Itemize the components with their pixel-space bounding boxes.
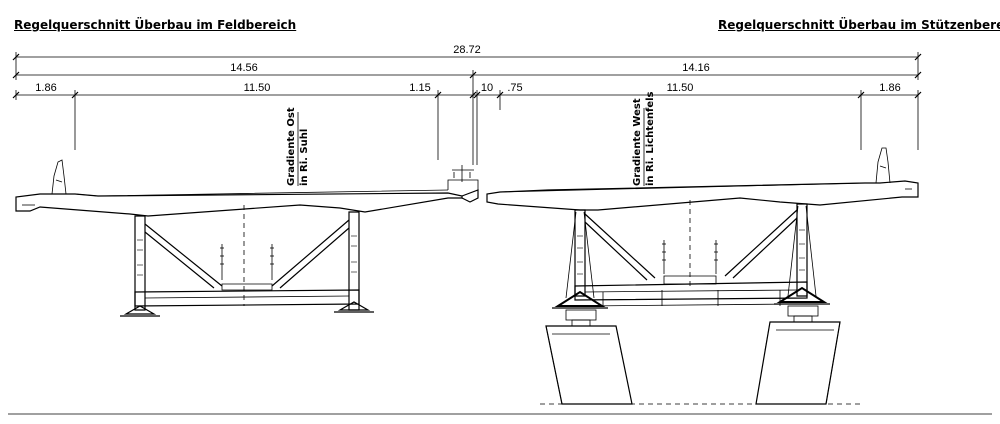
title-field-section: Regelquerschnitt Überbau im Feldbereich — [14, 18, 297, 32]
dimension-chains: 28.72 14.56 14.16 1.86 — [12, 44, 922, 165]
piers — [540, 321, 860, 405]
dim-left-roadway: 11.50 — [244, 82, 271, 94]
gradient-west-label: Gradiente West in Ri. Lichtenfels — [632, 91, 656, 186]
title-support-section: Regelquerschnitt Überbau im Stützenberei… — [718, 18, 1000, 32]
dim-right-roadway: 11.50 — [667, 82, 694, 94]
dim-right-cap: 1.86 — [879, 82, 900, 94]
dim-right-total: 14.16 — [682, 62, 710, 74]
svg-text:Gradiente West: Gradiente West — [632, 98, 643, 186]
left-superstructure — [15, 159, 479, 317]
dim-left-edge: 1.15 — [409, 82, 430, 94]
dim-gap-a: 10 — [481, 82, 493, 94]
dim-total: 28.72 — [453, 44, 481, 56]
svg-text:in Ri. Suhl: in Ri. Suhl — [299, 129, 310, 186]
svg-text:in Ri. Lichtenfels: in Ri. Lichtenfels — [645, 91, 656, 186]
gradient-east-label: Gradiente Ost in Ri. Suhl — [286, 107, 310, 186]
right-superstructure — [486, 147, 919, 327]
svg-text:Gradiente Ost: Gradiente Ost — [286, 107, 297, 186]
dim-left-total: 14.56 — [230, 62, 258, 74]
dim-left-cap: 1.86 — [35, 82, 56, 94]
dim-gap-b: .75 — [507, 82, 522, 94]
